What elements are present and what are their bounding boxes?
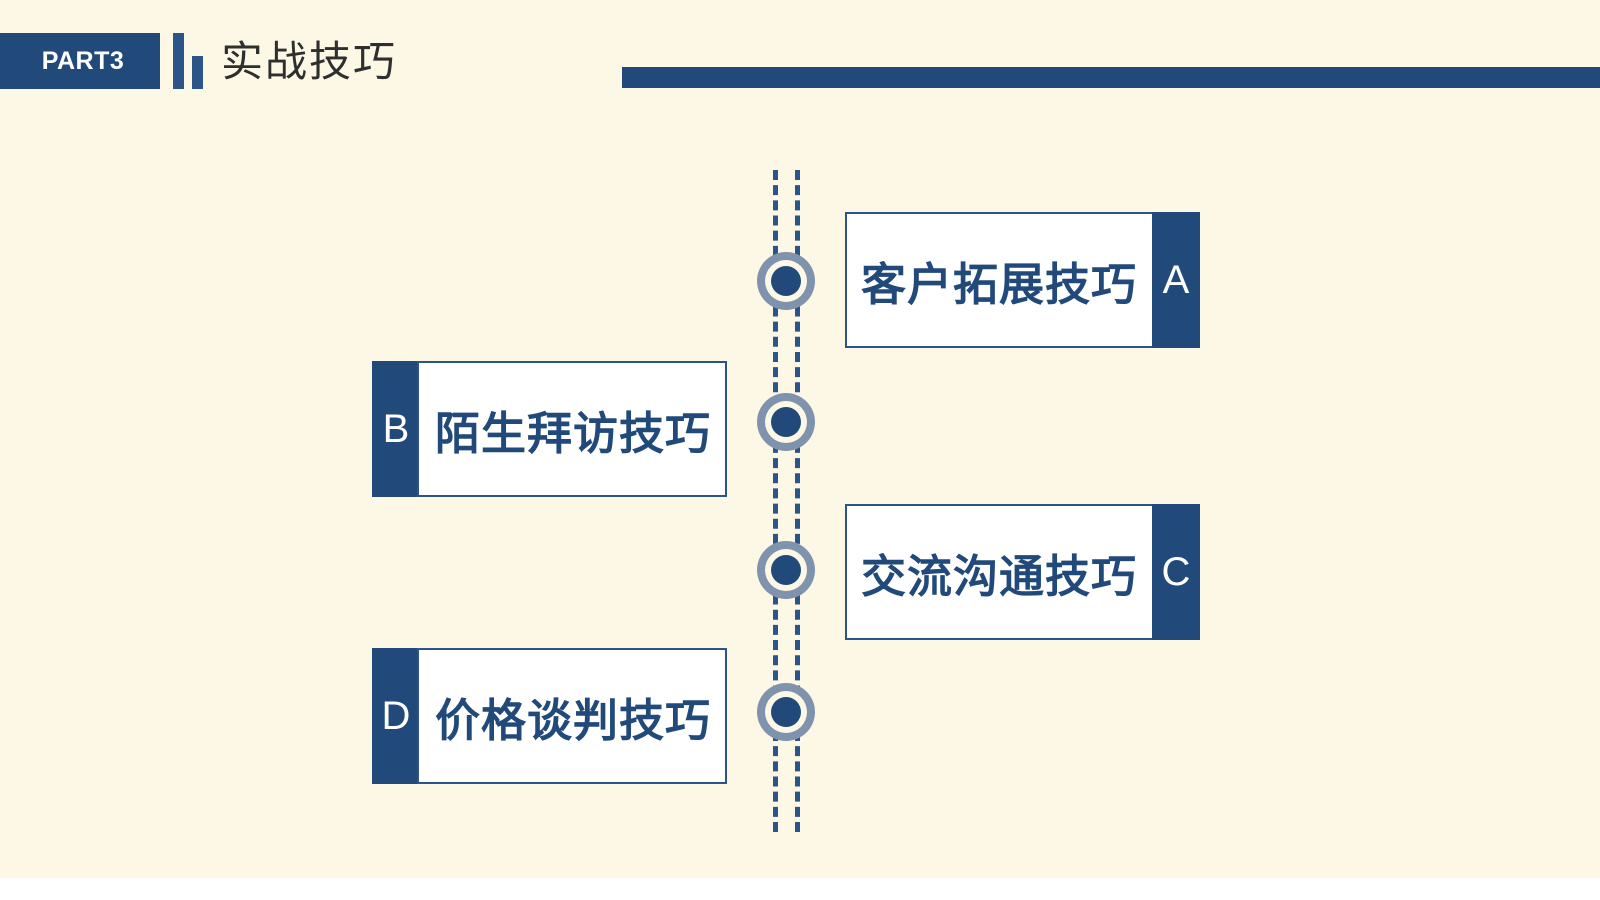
timeline-card-c-letter: C	[1152, 504, 1200, 640]
timeline-card-c-box: 交流沟通技巧	[845, 504, 1155, 640]
timeline-card-b-letter: B	[372, 361, 420, 497]
timeline-card-b[interactable]: B 陌生拜访技巧	[372, 361, 727, 497]
timeline-card-c[interactable]: 交流沟通技巧 C	[845, 504, 1200, 640]
timeline-card-a-box: 客户拓展技巧	[845, 212, 1155, 348]
header-rule	[622, 67, 1600, 88]
node-core-icon	[771, 555, 801, 585]
timeline-node-d	[757, 683, 815, 741]
node-core-icon	[771, 266, 801, 296]
node-core-icon	[771, 407, 801, 437]
slide-bottom-edge	[0, 878, 1600, 900]
timeline-card-d-box: 价格谈判技巧	[417, 648, 727, 784]
timeline-card-a-letter: A	[1152, 212, 1200, 348]
timeline-card-a-label: 客户拓展技巧	[861, 258, 1138, 310]
page-title: 实战技巧	[221, 40, 398, 86]
timeline-node-a	[757, 252, 815, 310]
header-accent-bar-short	[192, 56, 203, 89]
timeline-node-c	[757, 541, 815, 599]
node-core-icon	[771, 697, 801, 727]
part-badge: PART3	[0, 33, 160, 89]
timeline-spine-left	[773, 170, 778, 832]
timeline-card-d-label: 价格谈判技巧	[435, 694, 712, 746]
timeline-card-a[interactable]: 客户拓展技巧 A	[845, 212, 1200, 348]
timeline-card-d[interactable]: D 价格谈判技巧	[372, 648, 727, 784]
timeline-card-c-label: 交流沟通技巧	[861, 550, 1138, 602]
timeline-card-b-box: 陌生拜访技巧	[417, 361, 727, 497]
timeline-node-b	[757, 393, 815, 451]
timeline-spine-right	[795, 170, 800, 832]
header-accent-bar-tall	[173, 33, 184, 89]
timeline-card-d-letter: D	[372, 648, 420, 784]
timeline-card-b-label: 陌生拜访技巧	[435, 407, 712, 459]
